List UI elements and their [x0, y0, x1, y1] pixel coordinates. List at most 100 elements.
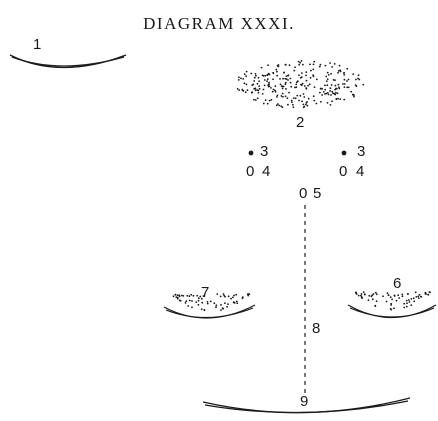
stipple-dot: [235, 294, 237, 296]
stipple-dot: [305, 75, 307, 77]
stipple-dot: [242, 298, 244, 300]
stipple-dot: [348, 79, 350, 81]
stipple-dot: [237, 88, 239, 90]
stipple-dot: [280, 84, 282, 86]
stipple-dot: [313, 61, 315, 63]
stipple-dot: [323, 91, 325, 93]
label-1: 1: [33, 37, 41, 52]
stipple-dot: [339, 98, 341, 100]
label-9: 9: [300, 394, 308, 409]
stipple-dot: [236, 302, 238, 304]
label-3-right: 3: [357, 144, 365, 159]
stipple-dot: [284, 78, 286, 80]
stipple-dot: [191, 307, 193, 309]
label-4-left: 4: [262, 164, 270, 179]
stipple-dot: [321, 94, 323, 96]
stipple-dot: [409, 301, 411, 303]
stipple-dot: [275, 85, 277, 87]
stipple-dot: [343, 72, 345, 74]
stipple-dot: [294, 66, 296, 68]
stipple-dot: [244, 73, 246, 75]
stipple-dot: [241, 89, 243, 91]
stipple-dot: [310, 77, 312, 79]
stipple-dot: [335, 88, 337, 90]
stipple-dot: [189, 295, 191, 297]
stipple-dot: [297, 80, 299, 82]
stipple-dot: [330, 104, 332, 106]
stipple-dot: [227, 303, 229, 305]
stipple-dot: [397, 294, 399, 296]
stipple-dot: [340, 71, 342, 73]
stipple-dot: [238, 79, 240, 81]
stipple-dot: [306, 80, 308, 82]
stipple-dot: [301, 72, 303, 74]
stipple-dot: [396, 300, 398, 302]
stipple-dot: [387, 292, 389, 294]
stipple-dot: [316, 79, 318, 81]
bowl-7: [164, 305, 255, 318]
stipple-dot: [296, 95, 298, 97]
arc-1: [10, 55, 126, 68]
stipple-dot: [335, 85, 337, 87]
stipple-dot: [355, 79, 357, 81]
stipple-dot: [290, 86, 292, 88]
stipple-dot: [398, 297, 400, 299]
stipple-dot: [328, 74, 330, 76]
stipple-dot: [201, 302, 203, 304]
stipple-dot: [258, 80, 260, 82]
stipple-dot: [361, 293, 363, 295]
stipple-dot: [403, 303, 405, 305]
ring-4-left: 0: [246, 164, 254, 179]
stipple-dot: [246, 83, 248, 85]
stipple-dot: [300, 95, 302, 97]
stipple-dot: [329, 62, 331, 64]
stipple-dot: [334, 79, 336, 81]
stipple-dot: [250, 73, 252, 75]
stipple-dot: [336, 98, 338, 100]
stipple-dot: [276, 71, 278, 73]
stipple-dot: [270, 87, 272, 89]
stipple-dot: [298, 61, 300, 63]
stipple-dot: [285, 82, 287, 84]
stipple-dot: [276, 96, 278, 98]
stipple-dot: [220, 309, 222, 311]
stipple-dot: [185, 300, 187, 302]
stipple-dot: [282, 78, 284, 80]
stipple-dot: [352, 94, 354, 96]
stipple-dot: [337, 98, 339, 100]
stipple-dot: [272, 91, 274, 93]
stipple-dot: [282, 88, 284, 90]
stipple-dot: [232, 297, 234, 299]
stipple-dot: [190, 294, 192, 296]
stipple-dot: [344, 83, 346, 85]
stipple-dot: [326, 80, 328, 82]
stipple-dot: [198, 304, 200, 306]
stipple-dot: [291, 101, 293, 103]
stipple-dot: [264, 75, 266, 77]
stipple-dot: [254, 77, 256, 79]
stipple-dot: [285, 83, 287, 85]
stipple-dot: [186, 295, 188, 297]
stipple-dot: [408, 299, 410, 301]
stipple-dot: [299, 62, 301, 64]
stipple-dot: [390, 296, 392, 298]
stipple-dot: [301, 100, 303, 102]
stipple-dot: [346, 86, 348, 88]
stipple-dot: [268, 73, 270, 75]
stipple-dot: [201, 308, 203, 310]
stipple-dot: [267, 78, 269, 80]
stipple-dot: [324, 85, 326, 87]
stipple-dot: [305, 71, 307, 73]
stipple-dot: [415, 296, 417, 298]
stipple-dot: [257, 97, 259, 99]
stipple-dot: [362, 84, 364, 86]
stipple-dot: [285, 95, 287, 97]
stipple-dot: [428, 291, 430, 293]
stipple-dot: [298, 100, 300, 102]
stipple-dot: [303, 106, 305, 108]
stipple-dot: [255, 89, 257, 91]
stipple-dot: [301, 60, 303, 62]
stipple-dot: [191, 300, 193, 302]
label-4-right: 4: [356, 164, 364, 179]
